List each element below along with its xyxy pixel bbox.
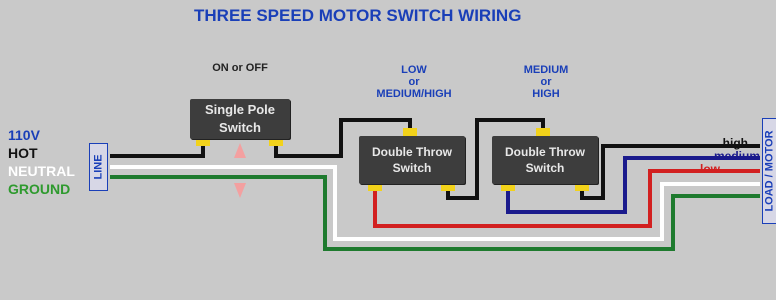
low-wire [373,169,760,228]
legend-hot: HOT [8,145,38,161]
dt2-switch-line-1: Double Throw [505,145,585,159]
dt2-switch-line-2: Switch [525,161,565,175]
output-label-medium: medium [713,149,760,163]
dt1-caption: LOW or MEDIUM/HIGH [364,64,464,100]
legend-voltage: 110V [8,127,40,143]
dt2-terminal-common [536,128,550,136]
dt2-terminal-left [501,183,515,191]
load-terminal-block: LOAD / MOTOR [762,118,776,224]
dt2-caption: MEDIUM or HIGH [506,64,586,100]
single-pole-switch-line-2: Switch [219,120,261,135]
output-label-low: low [700,162,720,176]
dt1-switch-line-2: Switch [392,161,432,175]
wire-break-marker [234,143,246,198]
dt2-caption-line-2: or [540,76,552,88]
dt2-caption-line-1: MEDIUM [523,64,569,76]
supply-legend: 110V HOT NEUTRAL GROUND [8,126,75,198]
jumper-wire [446,118,545,200]
line-terminal-block: LINE [89,143,108,191]
double-throw-switch-1: Double Throw Switch [359,136,465,184]
sp-terminal-left [196,138,210,146]
neutral-wire [110,165,760,241]
hot-wire-line [110,145,205,158]
line-terminal-label: LINE [92,154,105,180]
legend-ground: GROUND [8,181,71,197]
output-label-high: high [722,136,748,150]
dt2-terminal-right [575,183,589,191]
single-pole-caption: ON or OFF [212,62,268,74]
dt1-terminal-left [368,183,382,191]
hot-wire-switched [274,118,412,158]
dt1-caption-line-2: or [408,76,420,88]
page-title: THREE SPEED MOTOR SWITCH WIRING [194,6,522,25]
dt1-caption-line-1: LOW [401,64,427,76]
dt1-caption-line-3: MEDIUM/HIGH [376,88,452,100]
legend-neutral: NEUTRAL [8,163,75,179]
high-wire [580,144,760,200]
single-pole-switch: Single Pole Switch [190,99,290,139]
sp-terminal-right [269,138,283,146]
double-throw-switch-2: Double Throw Switch [492,136,598,184]
dt2-caption-line-3: HIGH [532,88,560,100]
medium-wire [506,156,760,214]
dt1-switch-line-1: Double Throw [372,145,452,159]
ground-wire [110,175,760,251]
single-pole-switch-line-1: Single Pole [204,102,276,117]
load-terminal-label: LOAD / MOTOR [764,130,776,212]
dt1-terminal-common [403,128,417,136]
dt1-terminal-right [441,183,455,191]
